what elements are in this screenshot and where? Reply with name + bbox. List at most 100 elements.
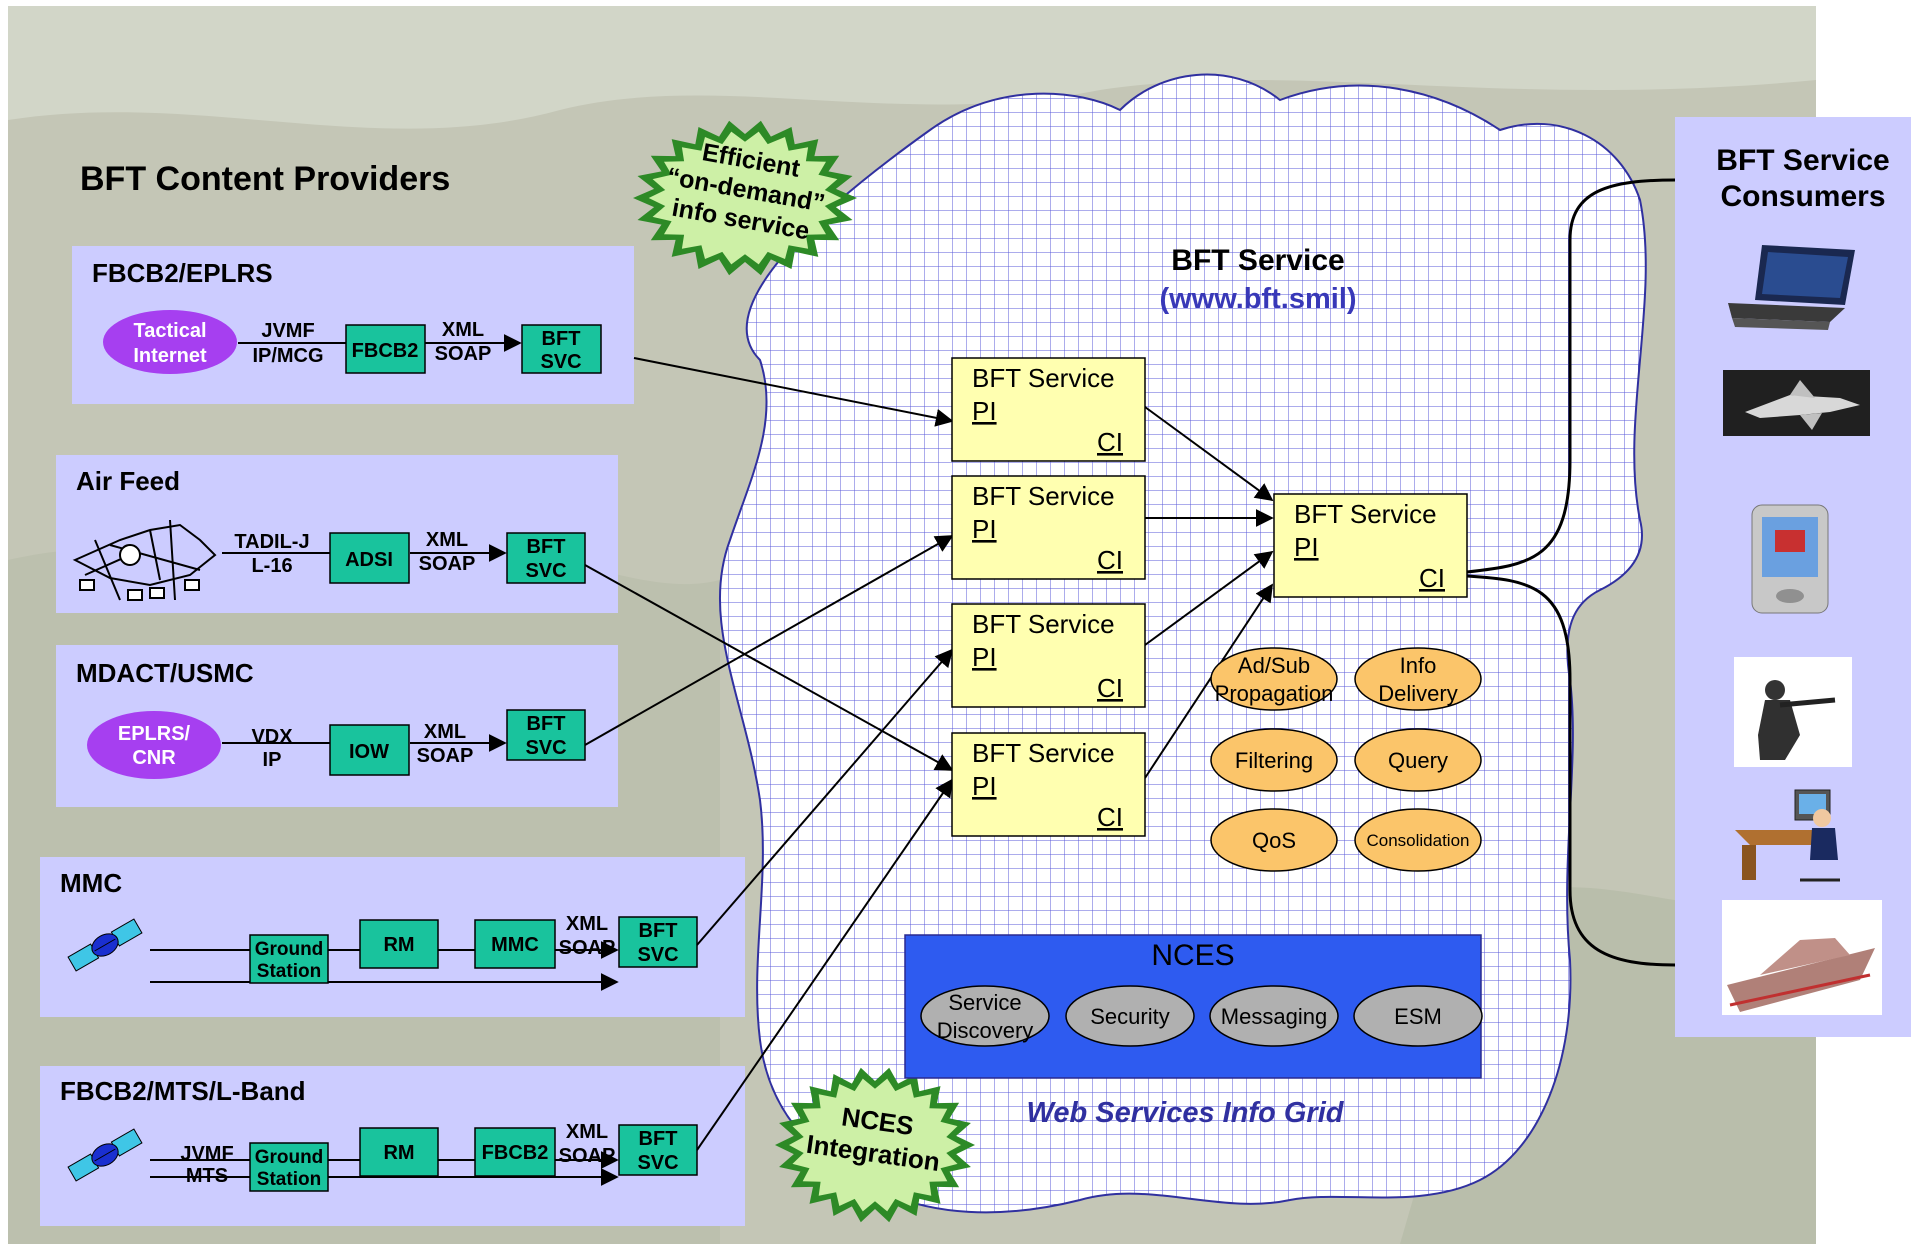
laptop-icon xyxy=(1728,245,1855,330)
bft-svc-label: BFT xyxy=(527,713,566,735)
provider-name: Air Feed xyxy=(76,466,180,496)
soap-label: SOAP xyxy=(559,1145,616,1167)
capability-consolidation: Consolidation xyxy=(1354,808,1482,872)
service-box-pi: PI xyxy=(972,642,997,672)
service-box-title: BFT Service xyxy=(972,609,1115,639)
capability-info-line-1: Info xyxy=(1400,653,1437,678)
consumer-connections xyxy=(1466,178,1676,967)
capability-query-label: Query xyxy=(1388,748,1448,773)
service-box-ci: CI xyxy=(1097,673,1123,703)
nces-messaging: Messaging xyxy=(1209,985,1339,1047)
grid-label: Web Services Info Grid xyxy=(1027,1097,1345,1129)
bft-service-box-central: BFT Service PI CI xyxy=(1273,493,1468,598)
nces-panel: NCES Service Discovery Security Messagin… xyxy=(904,934,1483,1079)
provider-name: MDACT/USMC xyxy=(76,658,254,688)
bft-service-box-1: BFT Service PI CI xyxy=(951,357,1146,462)
link-label-tadil-j: TADIL-J xyxy=(234,531,309,553)
eplrs-cnr-node xyxy=(87,711,221,779)
link-labels: JVMF IP/MCG TADIL-J L-16 VDX IP JVMF MTS… xyxy=(180,319,615,1187)
workstation-icon xyxy=(1735,789,1840,882)
bft-svc-label-2: SVC xyxy=(637,1152,678,1174)
capability-filtering: Filtering xyxy=(1210,728,1338,792)
process-box-iow: IOW xyxy=(349,741,389,763)
nces-service-discovery: Service Discovery xyxy=(920,985,1050,1047)
ground-station-label-2: Station xyxy=(257,961,321,982)
link-label-jvmf: JVMF xyxy=(261,320,314,342)
bft-service-box-3: BFT Service PI CI xyxy=(951,603,1146,708)
tactical-internet-label-2: Internet xyxy=(133,345,207,367)
capability-ad-sub: Ad/Sub Propagation xyxy=(1210,647,1338,711)
tactical-internet-node xyxy=(103,310,237,374)
ship-icon xyxy=(1722,900,1882,1015)
link-label-l16: L-16 xyxy=(251,555,292,577)
soap-label: SOAP xyxy=(435,343,492,365)
nces-security: Security xyxy=(1065,985,1195,1047)
service-connections xyxy=(584,357,1274,1151)
service-box-title: BFT Service xyxy=(1294,499,1437,529)
aircraft-icon xyxy=(1723,370,1870,436)
soap-label: SOAP xyxy=(559,937,616,959)
nces-title: NCES xyxy=(1151,939,1234,972)
capability-ad-sub-line-2: Propagation xyxy=(1215,681,1334,706)
bft-svc-label: BFT xyxy=(639,920,678,942)
nces-esm-label: ESM xyxy=(1394,1004,1442,1029)
bft-svc-label-2: SVC xyxy=(525,560,566,582)
link-label-ip: IP xyxy=(263,749,282,771)
ground-station-label-2: Station xyxy=(257,1169,321,1190)
capability-info-delivery: Info Delivery xyxy=(1354,647,1482,711)
process-box-mmc: MMC xyxy=(491,934,539,956)
bft-service-box-4: BFT Service PI CI xyxy=(951,732,1146,837)
service-box-ci: CI xyxy=(1097,427,1123,457)
capability-ovals: Ad/Sub Propagation Info Delivery Filteri… xyxy=(1210,647,1482,872)
tactical-internet-label: Tactical xyxy=(134,320,207,342)
ground-station-label: Ground xyxy=(255,1147,324,1168)
xml-label: XML xyxy=(426,529,468,551)
service-box-title: BFT Service xyxy=(972,363,1115,393)
nces-integration-starburst: NCES Integration xyxy=(775,1067,975,1223)
service-box-ci: CI xyxy=(1097,545,1123,575)
efficient-service-starburst: Efficient “on-demand” info service xyxy=(633,120,857,276)
process-boxes: FBCB2 ADSI IOW Ground Station RM MMC Gro… xyxy=(249,324,556,1192)
process-box-fbcb2-2: FBCB2 xyxy=(482,1142,549,1164)
consumers-panel: BFT Service Consumers xyxy=(1675,117,1911,1037)
soap-label: SOAP xyxy=(419,553,476,575)
bft-service-box-2: BFT Service PI CI xyxy=(951,475,1146,580)
process-box-fbcb2: FBCB2 xyxy=(352,340,419,362)
nces-esm: ESM xyxy=(1353,985,1483,1047)
bft-svc-boxes: BFT SVC BFT SVC BFT SVC BFT SVC BFT SVC xyxy=(506,324,698,1176)
service-box-title: BFT Service xyxy=(972,738,1115,768)
provider-name: FBCB2/EPLRS xyxy=(92,258,273,288)
xml-label: XML xyxy=(566,1121,608,1143)
capability-ad-sub-line-1: Ad/Sub xyxy=(1238,653,1310,678)
bft-svc-label-2: SVC xyxy=(540,351,581,373)
service-url: (www.bft.smil) xyxy=(1159,283,1356,315)
link-label-mts: MTS xyxy=(186,1165,228,1187)
capability-qos-label: QoS xyxy=(1252,828,1296,853)
bft-svc-label: BFT xyxy=(542,328,581,350)
service-box-ci: CI xyxy=(1097,802,1123,832)
provider-internal-links xyxy=(150,334,619,1186)
xml-label: XML xyxy=(424,721,466,743)
capability-query: Query xyxy=(1354,728,1482,792)
bft-service-boxes: BFT Service PI CI BFT Service PI CI BFT … xyxy=(951,357,1468,837)
consumers-title-line-1: BFT Service xyxy=(1716,144,1889,177)
service-title: BFT Service xyxy=(1171,244,1344,277)
process-box-rm: RM xyxy=(383,934,414,956)
soldier-icon xyxy=(1734,657,1852,767)
bft-svc-label: BFT xyxy=(527,536,566,558)
service-box-pi: PI xyxy=(972,514,997,544)
link-label-jvmf-2: JVMF xyxy=(180,1143,233,1165)
service-discovery-line-2: Discovery xyxy=(937,1018,1034,1043)
provider-name: MMC xyxy=(60,868,122,898)
ground-station-label: Ground xyxy=(255,939,324,960)
service-box-pi: PI xyxy=(972,396,997,426)
bft-svc-label-2: SVC xyxy=(525,737,566,759)
eplrs-cnr-label-2: CNR xyxy=(132,747,176,769)
capability-consolidation-label: Consolidation xyxy=(1366,831,1469,850)
capability-filtering-label: Filtering xyxy=(1235,748,1313,773)
bft-svc-label: BFT xyxy=(639,1128,678,1150)
pda-icon xyxy=(1751,504,1829,614)
link-label-ip-mcg: IP/MCG xyxy=(252,345,323,367)
service-box-pi: PI xyxy=(1294,532,1319,562)
